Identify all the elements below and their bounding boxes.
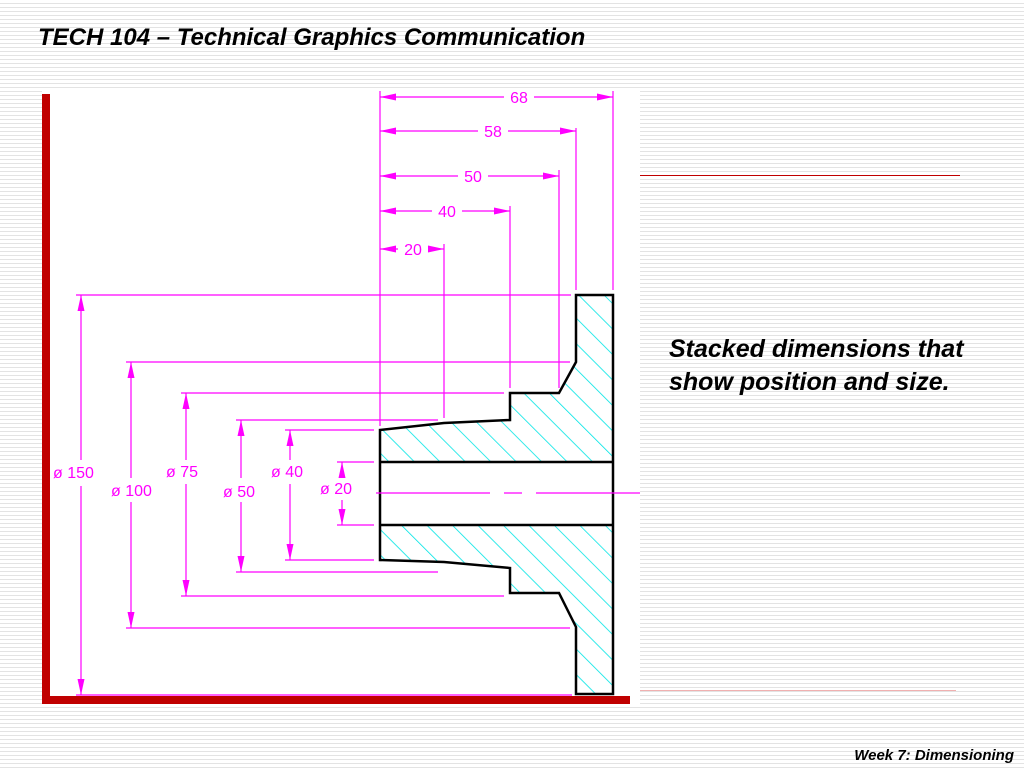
dimension-label-50: 50 xyxy=(464,169,482,186)
section-hatch-lower xyxy=(380,525,613,694)
accent-rule-bottom xyxy=(640,690,956,691)
dimension-label-68: 68 xyxy=(510,90,528,107)
technical-drawing: 68 58 50 40 20 ø 150 ø 100 ø 75 xyxy=(42,90,640,704)
diameter-label-50: ø 50 xyxy=(223,484,255,501)
dimension-label-40: 40 xyxy=(438,204,456,221)
slide-title: TECH 104 – Technical Graphics Communicat… xyxy=(38,24,586,51)
diameter-label-100: ø 100 xyxy=(111,483,152,500)
drawing-canvas: 68 58 50 40 20 ø 150 ø 100 ø 75 xyxy=(42,90,640,704)
dimension-label-58: 58 xyxy=(484,124,502,141)
diameter-label-40: ø 40 xyxy=(271,464,303,481)
diameter-label-20: ø 20 xyxy=(320,481,352,498)
dimension-label-20: 20 xyxy=(404,242,422,259)
accent-rule-top xyxy=(640,175,960,176)
caption-text: Stacked dimensions that show position an… xyxy=(669,335,964,396)
horizontal-dimension-arrows xyxy=(380,93,613,253)
diameter-label-75: ø 75 xyxy=(166,464,198,481)
horizontal-dimension-lines xyxy=(380,96,613,250)
part-outline xyxy=(378,293,615,696)
diameter-dimension-arrows xyxy=(77,295,346,695)
red-frame xyxy=(42,94,630,704)
section-hatch-upper xyxy=(380,295,613,462)
footer-text: Week 7: Dimensioning xyxy=(854,747,1014,764)
diameter-label-150: ø 150 xyxy=(53,465,94,482)
extension-lines xyxy=(76,91,614,696)
